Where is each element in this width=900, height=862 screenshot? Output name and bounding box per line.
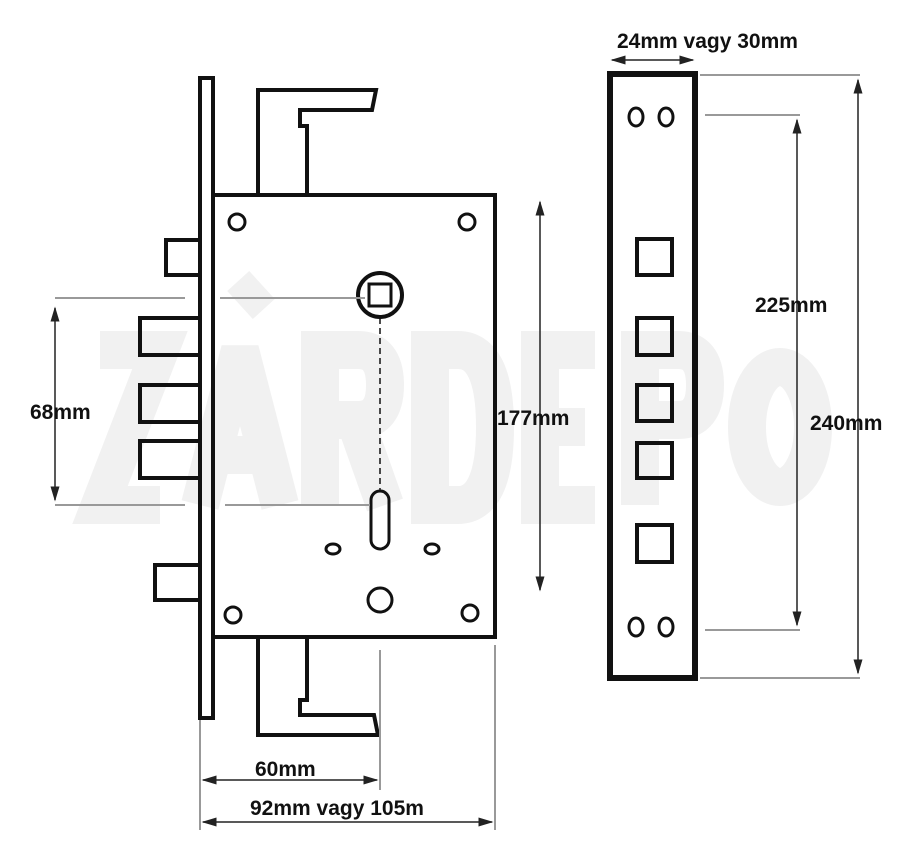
guide-lines: [55, 74, 860, 830]
dimension-arrows: [50, 55, 863, 827]
watermark-logo: [72, 270, 832, 524]
label-body-height: 177mm: [497, 407, 569, 430]
label-strike-length: 240mm: [810, 412, 882, 435]
label-strike-hole-spacing: 225mm: [755, 294, 827, 317]
top-hook-bolt: [256, 88, 379, 195]
strike-plate: [607, 71, 698, 681]
label-body-width: 92mm vagy 105m: [250, 797, 424, 820]
lock-body: [211, 193, 497, 639]
spindle-square: [367, 282, 393, 308]
latch-bolt-top: [164, 238, 202, 277]
dead-bolt-3: [138, 439, 202, 480]
cylinder-keyhole: [369, 489, 391, 551]
screw-holes: [223, 212, 480, 625]
bottom-hole: [366, 586, 394, 614]
mortise-lock: [138, 76, 497, 737]
label-backset: 60mm: [255, 758, 316, 781]
dead-bolt-2: [138, 383, 202, 424]
label-strike-width: 24mm vagy 30mm: [617, 30, 798, 53]
spindle-hub: [356, 271, 404, 319]
dead-bolt-1: [138, 316, 202, 357]
latch-bolt-bottom: [153, 563, 202, 602]
bottom-hook-bolt: [256, 637, 381, 737]
label-spindle-to-cylinder: 68mm: [30, 401, 91, 424]
